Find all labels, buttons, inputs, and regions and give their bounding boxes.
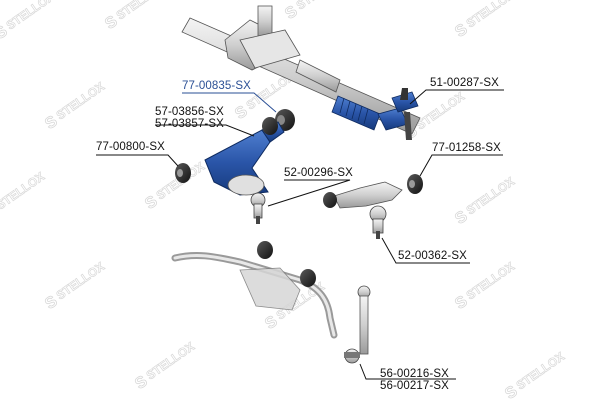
part-label-77-00800[interactable]: 77-00800-SX [96, 141, 165, 153]
part-label-52-00296[interactable]: 52-00296-SX [284, 167, 353, 179]
rack-boot [331, 95, 381, 131]
part-label-57-03857[interactable]: 57-03857-SX [155, 118, 224, 130]
part-label-77-01258[interactable]: 77-01258-SX [432, 142, 501, 154]
part-label-57-03856[interactable]: 57-03856-SX [155, 106, 224, 118]
stabilizer-link [344, 285, 371, 364]
part-label-77-00835[interactable]: 77-00835-SX [182, 80, 251, 92]
upper-control-arm [323, 174, 423, 209]
ball-joint-52-00362 [369, 205, 387, 239]
steering-rack [181, 5, 421, 140]
watermark-logo-icon: S [0, 23, 11, 43]
bushing-77-00800 [175, 163, 191, 183]
leader-lines [96, 89, 504, 380]
tie-rod-end [391, 88, 419, 140]
part-label-52-00362[interactable]: 52-00362-SX [398, 250, 467, 262]
ball-joint-52-00296 [250, 192, 266, 224]
lower-control-arm [204, 117, 285, 196]
part-label-51-00287[interactable]: 51-00287-SX [430, 77, 499, 89]
stabilizer-bar [171, 241, 338, 339]
part-label-56-00217[interactable]: 56-00217-SX [380, 380, 449, 392]
part-label-56-00216[interactable]: 56-00216-SX [380, 368, 449, 380]
